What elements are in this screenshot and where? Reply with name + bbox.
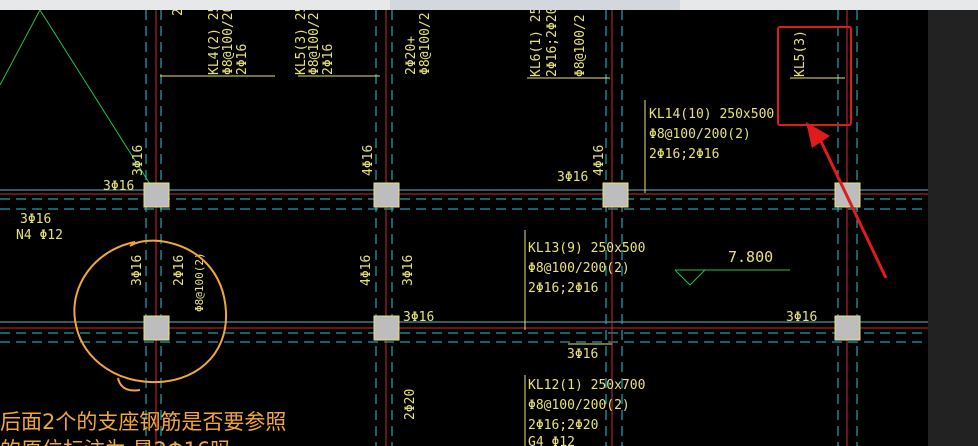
horizontal-labels: KL14(10) 250x500 Φ8@100/200(2) 2Φ16;2Φ16… [16,107,817,446]
diagonal-line-left [0,10,41,86]
label-mid-v1: 4Φ16 [359,255,374,286]
right-side-panel [928,10,978,446]
label-kl12-bar: 2Φ16;2Φ20 [528,418,598,433]
label-kl4-stirrup: Φ8@100/20 [221,10,236,75]
label-kl5-right: KL5(3) [793,30,808,77]
question-line-1: 后面2个的支座钢筋是否要参照 [0,410,287,434]
column-squares [143,182,861,341]
rotated-labels: 2 KL4(2) 250 Φ8@100/20 2Φ16 KL5(3) 250 Φ… [130,10,808,420]
label-kl5-3-stirrup: Φ8@100/2 [307,12,322,75]
label-kl13-bar: 2Φ16;2Φ16 [528,281,598,296]
label-col-b-v: 4Φ16 [361,145,376,176]
label-left-n2: N4 Φ12 [16,228,63,243]
red-highlight-box [777,26,852,126]
red-arrow [806,122,888,279]
orange-circle-tail [117,377,141,392]
label-kl14: KL14(10) 250x500 [649,107,774,122]
label-kl4: KL4(2) 250 [207,10,222,75]
label-kl12: KL12(1) 250x700 [528,378,645,393]
column-a-top [143,182,170,208]
label-kl13-stirrup: Φ8@100/200(2) [528,261,630,276]
label-kl6-b: 2Φ16;2Φ20 [545,10,560,77]
elevation-marker [674,269,790,286]
cad-drawing-canvas[interactable]: 2 KL4(2) 250 Φ8@100/20 2Φ16 KL5(3) 250 Φ… [0,10,928,446]
cad-drawing[interactable]: 2 KL4(2) 250 Φ8@100/20 2Φ16 KL5(3) 250 Φ… [0,10,928,446]
question-line-2: 的原位标注为 是2Φ16吗 [0,436,286,446]
label-kl14-bar: 2Φ16;2Φ16 [649,147,719,162]
label-kl4-bar: 2Φ16 [235,44,250,75]
label-bottom-v: 2Φ20 [403,389,418,420]
label-bottom-center: 3Φ16 [567,347,598,362]
column-b-top [373,182,400,208]
orange-hand-circle [73,239,228,384]
label-mid-top-a: 2Φ20+ [404,36,419,75]
label-top-col2: 2 [171,10,186,16]
column-c-top [602,182,629,208]
column-d-bottom [834,315,861,341]
column-a-bottom [143,315,170,341]
label-col-c-v: 4Φ16 [592,145,607,176]
label-kl14-stirrup: Φ8@100/200(2) [649,127,751,142]
label-bottom-mid-right: 3Φ16 [403,310,434,325]
top-scroll-thumb[interactable] [390,0,680,10]
label-kl12-stirrup: Φ8@100/200(2) [528,398,630,413]
label-mid-top-b: Φ8@100/2 [418,12,433,75]
label-left-3phi16: 3Φ16 [103,179,134,194]
label-circ-v1: 3Φ16 [130,255,145,286]
label-elevation: 7.800 [728,248,773,266]
label-kl12-extra: G4 Φ12 [528,435,575,446]
label-col-a-v: 3Φ16 [131,145,146,176]
label-kl5-3: KL5(3) 250 [294,10,309,75]
label-kl5-3-bar: 2Φ16 [321,44,336,75]
column-b-bottom [373,315,400,341]
label-kl13: KL13(9) 250x500 [528,241,645,256]
window-top-strip [0,0,978,10]
vertical-grid-lines [145,10,858,446]
label-col-c-left: 3Φ16 [557,170,588,185]
label-circ-v2: 2Φ16 [172,255,187,286]
annotation-leaders [160,75,845,446]
label-mid-v2: 3Φ16 [401,255,416,286]
label-kl6-c: Φ8@100/2 [573,14,588,77]
diagonal-line-right [39,10,156,193]
label-bottom-right: 3Φ16 [786,310,817,325]
label-left-n1: 3Φ16 [20,212,51,227]
label-circ-v3: Φ8@100(2) [193,252,206,312]
question-text: 后面2个的支座钢筋是否要参照 的原位标注为 是2Φ16吗 [0,408,286,446]
label-kl6: KL6(1) 250 [529,10,544,77]
